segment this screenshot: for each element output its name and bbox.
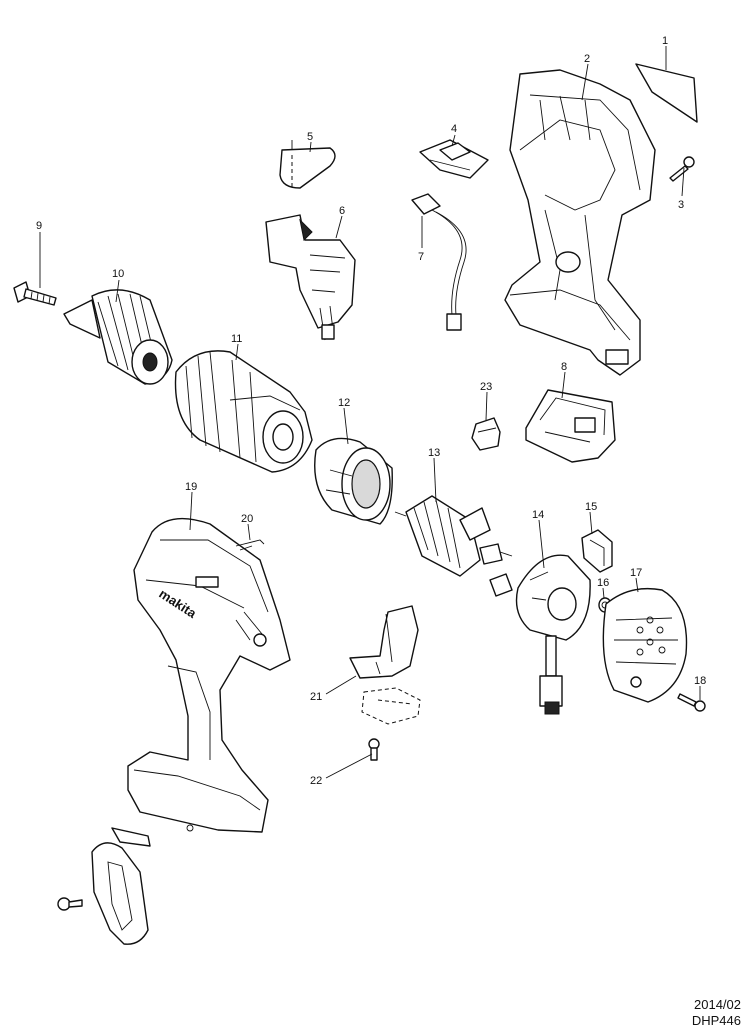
- callout-17: 17: [630, 567, 642, 579]
- callout-15: 15: [585, 501, 597, 513]
- part-5-trigger: [279, 140, 336, 190]
- part-8-terminal: [525, 389, 616, 463]
- footer-model: DHP446: [691, 1013, 741, 1028]
- callout-13: 13: [428, 447, 440, 459]
- part-13-armature: [394, 495, 513, 577]
- part-18-screw: [677, 693, 706, 712]
- callout-6: 6: [339, 205, 345, 217]
- part-1-label-plate: [635, 63, 698, 123]
- callout-numbers: 1 2 3 4 5 6 7 8 9 10 11 12 13 14 15 16 1…: [36, 35, 706, 787]
- callout-8: 8: [561, 361, 567, 373]
- brush-holder-part: [489, 573, 513, 597]
- callout-1: 1: [662, 35, 668, 47]
- part-7-wire: [411, 193, 467, 331]
- callout-11: 11: [231, 333, 242, 345]
- callout-18: 18: [694, 675, 706, 687]
- footer-date: 2014/02: [694, 997, 741, 1012]
- callout-20: 20: [241, 513, 253, 525]
- part-15-clip: [581, 529, 613, 573]
- callout-22: 22: [310, 775, 322, 787]
- callout-9: 9: [36, 220, 42, 232]
- part-9-screw: [13, 281, 57, 306]
- leader-lines: [39, 46, 701, 779]
- callout-2: 2: [584, 53, 590, 65]
- part-10-drill-chuck: [63, 289, 173, 385]
- part-20-spring: [235, 539, 265, 551]
- part-6-switch: [265, 214, 356, 341]
- part-19-housing: makita: [127, 517, 291, 833]
- part-12-stator: [314, 437, 393, 525]
- callout-5: 5: [307, 131, 313, 143]
- belt-hook: [57, 827, 151, 945]
- callout-14: 14: [532, 509, 544, 521]
- part-11-gear-assembly: [174, 350, 313, 473]
- callout-3: 3: [678, 199, 684, 211]
- callout-23: 23: [480, 381, 492, 393]
- callout-16: 16: [597, 577, 609, 589]
- part-4-switch-lever: [419, 139, 489, 179]
- part-14-brush-holder: [515, 554, 591, 715]
- callout-10: 10: [112, 268, 124, 280]
- callout-21: 21: [310, 691, 322, 703]
- callout-12: 12: [338, 397, 350, 409]
- part-2-housing: [504, 69, 656, 376]
- part-23-cap: [471, 417, 501, 451]
- part-22-screw: [368, 738, 380, 761]
- callout-4: 4: [451, 123, 457, 135]
- part-3-screw: [669, 156, 695, 182]
- part-21-plate: [349, 605, 421, 725]
- part-17-rear-cover: [602, 587, 688, 703]
- callout-7: 7: [418, 251, 424, 263]
- callout-19: 19: [185, 481, 197, 493]
